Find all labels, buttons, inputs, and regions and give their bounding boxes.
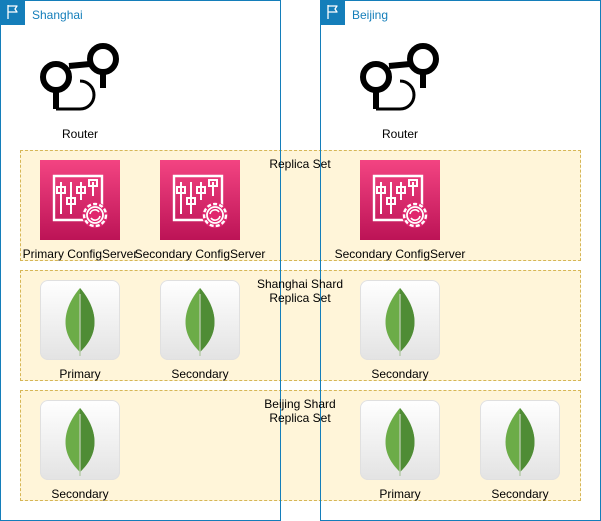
node-label: Secondary — [371, 367, 429, 381]
router-icon — [40, 40, 120, 120]
mongodb-icon — [40, 280, 120, 360]
router-label: Router — [61, 127, 99, 141]
config-server-label: Primary ConfigServer — [22, 247, 138, 261]
config-server-icon — [360, 160, 440, 240]
flag-icon — [320, 0, 345, 25]
node-label: Secondary — [491, 487, 549, 501]
group-label-shanghai-shard: Shanghai Shard Replica Set — [200, 277, 400, 305]
group-label-line: Replica Set — [269, 291, 331, 305]
node-label: Primary — [379, 487, 421, 501]
group-label-line: Shanghai Shard — [256, 277, 344, 291]
region-label: Shanghai — [32, 8, 83, 22]
flag-icon — [0, 0, 25, 25]
node-label: Secondary — [171, 367, 229, 381]
node-label: Primary — [59, 367, 101, 381]
mongodb-icon — [40, 400, 120, 480]
group-label-line: Replica Set — [269, 411, 331, 425]
mongodb-icon — [480, 400, 560, 480]
mongodb-icon — [360, 280, 440, 360]
config-server-icon — [40, 160, 120, 240]
group-label-beijing-shard: Beijing Shard Replica Set — [200, 397, 400, 425]
group-label-replica-set: Replica Set — [269, 157, 331, 171]
node-label: Secondary — [51, 487, 109, 501]
mongodb-icon — [360, 400, 440, 480]
router-label: Router — [381, 127, 419, 141]
router-icon — [360, 40, 440, 120]
config-server-label: Secondary ConfigServer — [134, 247, 266, 261]
config-server-icon — [160, 160, 240, 240]
region-label: Beijing — [352, 8, 389, 22]
group-label-line: Beijing Shard — [264, 397, 336, 411]
config-server-label: Secondary ConfigServer — [334, 247, 466, 261]
mongodb-icon — [160, 280, 240, 360]
